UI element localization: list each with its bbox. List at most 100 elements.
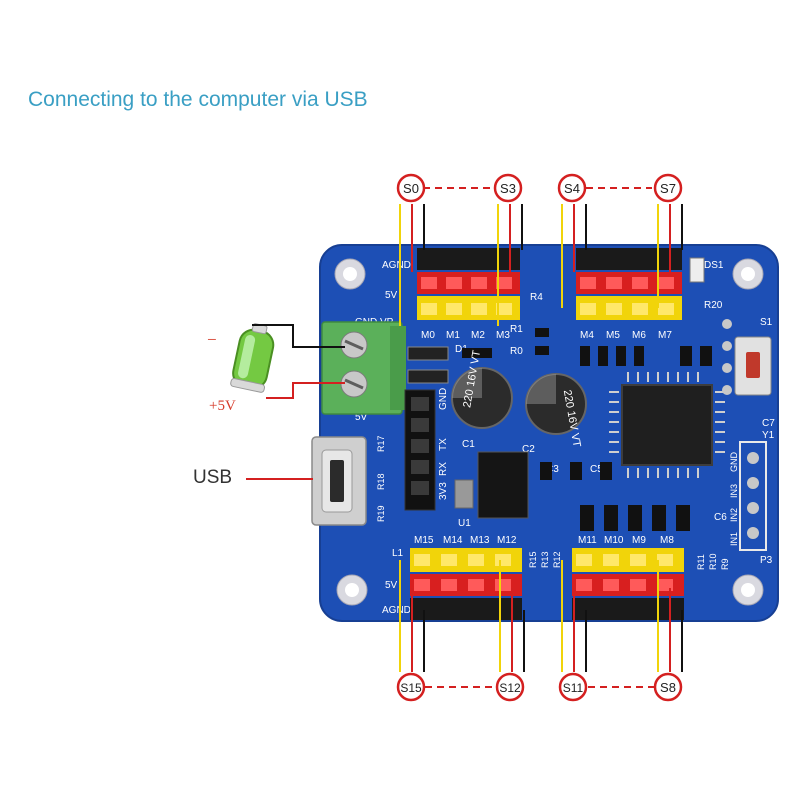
pin-label: RX xyxy=(438,462,449,476)
caption: Connecting to the computer via USB xyxy=(28,88,368,111)
u1-label: U1 xyxy=(458,518,471,529)
agnd-label-top: AGND xyxy=(382,260,411,271)
svg-text:S0: S0 xyxy=(403,181,419,196)
servo-label-s8: S8 xyxy=(653,672,683,702)
motor-label: M0 xyxy=(421,330,435,341)
c3-label: C3 xyxy=(546,464,559,475)
svg-text:S11: S11 xyxy=(563,681,584,695)
motor-label: M11 xyxy=(578,535,597,546)
motor-label: M5 xyxy=(606,330,620,341)
c5-label: C5 xyxy=(590,464,603,475)
r1-label: R1 xyxy=(510,324,523,335)
motor-label: M13 xyxy=(470,535,490,546)
top-callouts xyxy=(399,187,683,326)
micro-usb-port xyxy=(311,436,367,526)
power-wires xyxy=(252,324,345,399)
motor-labels-top-left: M0 M1 M2 M3 xyxy=(421,330,510,341)
svg-text:S8: S8 xyxy=(660,680,676,695)
servo-label-s0: S0 xyxy=(396,173,426,203)
mounting-hole xyxy=(732,258,764,290)
servo-label-s3: S3 xyxy=(493,173,523,203)
s1-label: S1 xyxy=(760,317,773,328)
reset-button xyxy=(734,336,772,396)
motor-label: M1 xyxy=(446,330,460,341)
mounting-hole xyxy=(336,574,368,606)
5v-label-bottom: 5V xyxy=(385,580,398,591)
motor-labels-top-right: M4 M5 M6 M7 xyxy=(580,330,672,341)
resistor-label: R18 xyxy=(376,473,386,490)
motor-label: M8 xyxy=(660,535,674,546)
motor-label: M9 xyxy=(632,535,646,546)
motor-label: M3 xyxy=(496,330,510,341)
resistor-label: R17 xyxy=(376,435,386,452)
l1-label: L1 xyxy=(392,548,404,559)
motor-label: M15 xyxy=(414,535,434,546)
motor-label: M6 xyxy=(632,330,646,341)
servo-label-s12: S12 xyxy=(495,672,525,702)
servo-label-s11: S11 xyxy=(558,672,588,702)
motor-labels-bottom-left: M15 M14 M13 M12 xyxy=(414,535,517,546)
pin-label: IN3 xyxy=(729,484,739,498)
battery-icon xyxy=(230,323,275,393)
battery-minus-label: − xyxy=(207,330,217,349)
right-pin-labels: GND IN3 IN2 IN1 xyxy=(729,452,739,547)
smd-components xyxy=(407,257,712,531)
5v-label-top: 5V xyxy=(385,290,398,301)
header-block-bottom-left xyxy=(410,548,522,620)
motor-labels-bottom-right: M11 M10 M9 M8 xyxy=(578,535,674,546)
r20-label: R20 xyxy=(704,300,723,311)
pin-label: IN1 xyxy=(729,532,739,546)
svg-text:S15: S15 xyxy=(400,681,422,695)
resistor-label: R12 xyxy=(552,551,562,568)
motor-label: M4 xyxy=(580,330,594,341)
pin-label: TX xyxy=(438,438,449,451)
r4-label: R4 xyxy=(530,292,543,303)
resistor-label: R19 xyxy=(376,505,386,522)
y1-label: Y1 xyxy=(762,430,775,441)
d1-label: D1 xyxy=(455,344,468,355)
svg-text:S7: S7 xyxy=(660,181,676,196)
screw-terminal xyxy=(321,321,406,415)
battery-plus-label: +5V xyxy=(209,398,236,414)
p3-label: P3 xyxy=(760,555,773,566)
c7-label: C7 xyxy=(762,418,775,429)
pin-label: GND xyxy=(438,388,449,410)
header-block-bottom-right xyxy=(572,548,684,620)
svg-text:S12: S12 xyxy=(499,681,521,695)
usb-label: USB xyxy=(193,467,233,488)
servo-label-s4: S4 xyxy=(557,173,587,203)
motor-label: M2 xyxy=(471,330,485,341)
ds1-label: DS1 xyxy=(704,260,724,271)
resistor-label: R10 xyxy=(708,553,718,570)
svg-text:S4: S4 xyxy=(564,181,580,196)
serial-pin-labels: GND TX RX 3V3 xyxy=(438,388,449,500)
resistor-labels: R17 R18 R19 R15 R13 R12 R11 R10 R9 xyxy=(376,435,730,570)
motor-label: M14 xyxy=(443,535,463,546)
bottom-callouts xyxy=(399,560,683,688)
r0-label: R0 xyxy=(510,346,523,357)
motor-label: M10 xyxy=(604,535,624,546)
voltage-regulator xyxy=(454,451,529,519)
c2-label: C2 xyxy=(522,444,535,455)
motor-label: M7 xyxy=(658,330,672,341)
pin-label: IN2 xyxy=(729,508,739,522)
servo-label-s15: S15 xyxy=(396,672,426,702)
side-pads xyxy=(722,319,767,551)
c1-label: C1 xyxy=(462,439,475,450)
header-block-top-left xyxy=(417,248,520,320)
serial-header xyxy=(404,389,436,511)
microcontroller-chip xyxy=(609,372,725,478)
header-block-top-right xyxy=(576,248,682,320)
servo-label-s7: S7 xyxy=(653,173,683,203)
pin-label: 3V3 xyxy=(438,482,449,500)
c6-label: C6 xyxy=(714,512,727,523)
resistor-label: R13 xyxy=(540,551,550,568)
agnd-label-bottom: AGND xyxy=(382,605,411,616)
mounting-hole xyxy=(732,574,764,606)
terminal-5v-label: 5V xyxy=(355,412,368,423)
resistor-label: R15 xyxy=(528,551,538,568)
mounting-hole xyxy=(334,258,366,290)
pin-label: GND xyxy=(729,452,739,473)
svg-text:S3: S3 xyxy=(500,181,516,196)
